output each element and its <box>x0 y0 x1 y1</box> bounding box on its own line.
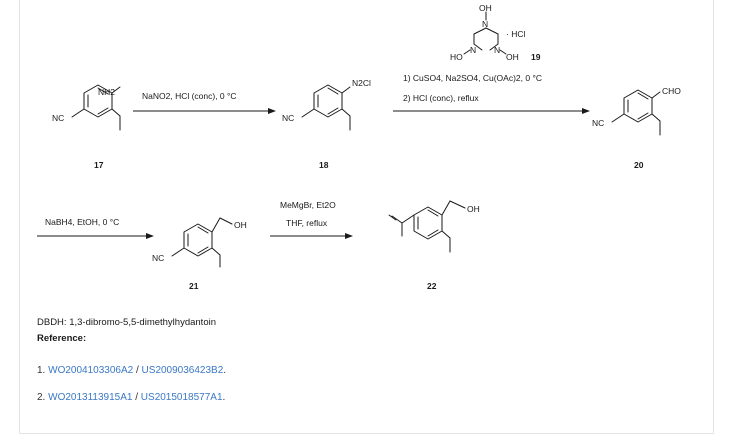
c19-ho-left: HO <box>450 52 463 62</box>
c22-oh-label: OH <box>467 204 480 214</box>
reference-link-us2009036423b2[interactable]: US2009036423B2 <box>141 365 224 376</box>
compound-22-structure <box>388 200 466 253</box>
compound-18-structure <box>301 84 351 131</box>
reference-heading: Reference: <box>37 333 87 344</box>
c21-oh-label: OH <box>234 220 247 230</box>
reference-separator: / <box>132 392 141 403</box>
compound-21-structure <box>171 217 233 268</box>
reference-end: . <box>222 392 226 403</box>
reference-link-wo2013113915a1[interactable]: WO2013113915A1 <box>48 392 133 403</box>
c21-number: 21 <box>189 281 199 291</box>
condition-step-1: NaNO2, HCl (conc), 0 °C <box>142 91 237 101</box>
c17-number: 17 <box>94 160 104 170</box>
reference-separator: / <box>133 365 142 376</box>
reference-link-us2015018577a1[interactable]: US2015018577A1 <box>140 392 223 403</box>
c17-nh2-label: NH2 <box>98 87 115 97</box>
c20-number: 20 <box>634 160 644 170</box>
c19-hcl-salt: · HCl <box>506 29 525 39</box>
c18-n2cl-label: N2Cl <box>352 78 371 88</box>
reaction-arrows <box>37 108 590 239</box>
reference-end: . <box>223 365 227 376</box>
c22-number: 22 <box>427 281 437 291</box>
abbreviation-note: DBDH: 1,3-dibromo-5,5-dimethylhydantoin <box>37 317 216 328</box>
c19-number: 19 <box>531 52 541 62</box>
c20-cho-label: CHO <box>662 86 681 96</box>
condition-step-4a: MeMgBr, Et2O <box>280 200 336 210</box>
reference-link-wo2004103306a2[interactable]: WO2004103306A2 <box>48 365 134 376</box>
reference-number: 1. <box>37 365 46 376</box>
c21-nc-label: NC <box>152 253 164 263</box>
c19-n-top: N <box>482 19 488 29</box>
c18-nc-label: NC <box>282 113 294 123</box>
compound-17-structure <box>71 84 121 131</box>
condition-step-3: NaBH4, EtOH, 0 °C <box>45 217 119 227</box>
reference-number: 2. <box>37 392 46 403</box>
condition-step-2b: 2) HCl (conc), reflux <box>403 93 479 103</box>
c19-oh-right: OH <box>506 52 519 62</box>
c19-n-right: N <box>494 45 500 55</box>
c17-nc-label: NC <box>52 113 64 123</box>
c18-number: 18 <box>319 160 329 170</box>
compound-19-structure <box>463 11 507 55</box>
reference-item-1: 1. WO2004103306A2 / US2009036423B2. <box>37 365 226 376</box>
c20-nc-label: NC <box>592 118 604 128</box>
compound-20-structure <box>611 89 661 136</box>
c19-oh-top: OH <box>479 3 492 13</box>
content-panel <box>19 0 714 434</box>
c19-n-left: N <box>470 45 476 55</box>
condition-step-2a: 1) CuSO4, Na2SO4, Cu(OAc)2, 0 °C <box>403 73 542 83</box>
condition-step-4b: THF, reflux <box>286 218 328 228</box>
reference-item-2: 2. WO2013113915A1 / US2015018577A1. <box>37 392 225 403</box>
